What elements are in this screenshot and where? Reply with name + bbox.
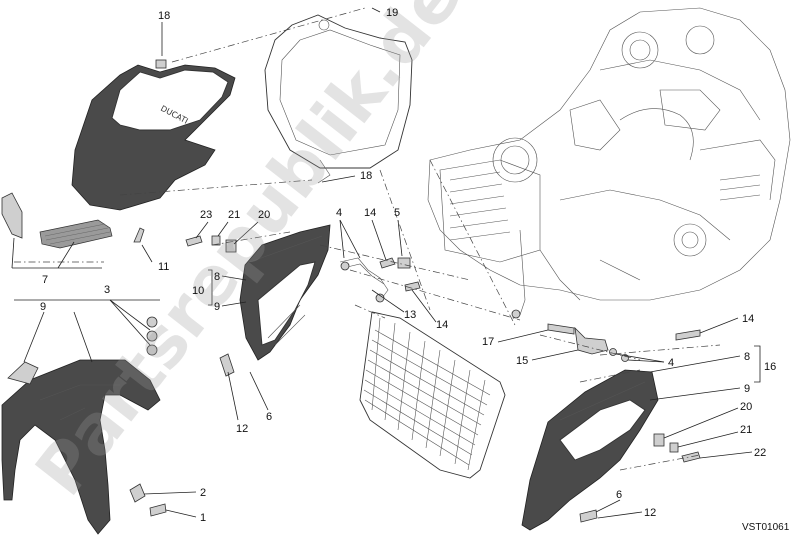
callout-20: 20 [740, 401, 752, 413]
mudguard-bolt [146, 344, 158, 356]
callout-1: 1 [200, 512, 206, 524]
callout-labels: 18 19 18 7 11 23 21 20 8 10 9 3 9 4 14 5… [40, 7, 776, 524]
callout-12: 12 [644, 507, 656, 519]
bolt-22 [681, 451, 701, 463]
fairing-screw [133, 227, 145, 243]
callout-7: 7 [42, 274, 48, 286]
grommet-20b [653, 433, 665, 447]
clamp-5 [397, 257, 411, 269]
bolt-12b [579, 509, 598, 523]
bolt-14c [675, 329, 701, 341]
callout-13: 13 [404, 309, 416, 321]
callout-3: 3 [104, 284, 110, 296]
callout-18: 18 [360, 170, 372, 182]
assembly-dashed-lines [14, 7, 721, 471]
washer-21 [211, 235, 221, 246]
engine-block-illustration [427, 7, 791, 316]
fairing-mesh-grille [39, 219, 113, 249]
mudguard-spacer [129, 483, 146, 503]
callout-23: 23 [200, 209, 212, 221]
screw-14 [379, 257, 396, 269]
washer-21b [669, 442, 679, 453]
upper-fairing: DUCATI [71, 59, 236, 211]
callout-12: 12 [236, 423, 248, 435]
airbox-cover [264, 14, 413, 184]
bolt-23 [185, 235, 203, 247]
callout-5: 5 [394, 207, 400, 219]
mudguard-screw [149, 503, 167, 517]
callout-15: 15 [516, 355, 528, 367]
callout-4: 4 [668, 357, 674, 369]
bolt-17 [547, 323, 575, 335]
callout-20: 20 [258, 209, 270, 221]
mudguard-bolt [146, 316, 158, 328]
side-reflector-upper [1, 192, 23, 239]
front-mudguard [1, 359, 161, 535]
callout-18: 18 [158, 10, 170, 22]
callout-9: 9 [214, 301, 220, 313]
screw-14b [404, 281, 421, 292]
fairing-clip [155, 59, 167, 69]
sensor-tip [511, 309, 521, 319]
callout-8: 8 [744, 351, 750, 363]
radiator [359, 311, 506, 479]
callout-10: 10 [192, 285, 204, 297]
diagram-reference-code: VST01061 [742, 522, 790, 533]
grommet-20 [225, 239, 237, 253]
bracket-15 [574, 326, 609, 355]
callout-6: 6 [616, 489, 622, 501]
callout-14: 14 [436, 319, 448, 331]
callout-14: 14 [364, 207, 376, 219]
bolt-12 [219, 353, 235, 377]
callout-11: 11 [158, 261, 169, 273]
nut-4b [621, 354, 629, 362]
callout-8: 8 [214, 271, 220, 283]
left-radiator-cover [239, 224, 331, 361]
callout-leader-lines [11, 7, 761, 519]
callout-17: 17 [482, 336, 494, 348]
callout-9: 9 [744, 383, 750, 395]
callout-16: 16 [764, 361, 776, 373]
mudguard-bolt [146, 330, 158, 342]
front-reflector [7, 361, 39, 385]
callout-2: 2 [200, 487, 206, 499]
right-radiator-cover [521, 369, 659, 531]
callout-14: 14 [742, 313, 754, 325]
callout-21: 21 [740, 424, 752, 436]
callout-19: 19 [386, 7, 398, 19]
callout-22: 22 [754, 447, 766, 459]
callout-21: 21 [228, 209, 240, 221]
callout-4: 4 [336, 207, 342, 219]
callout-6: 6 [266, 411, 272, 423]
callout-9: 9 [40, 301, 46, 313]
